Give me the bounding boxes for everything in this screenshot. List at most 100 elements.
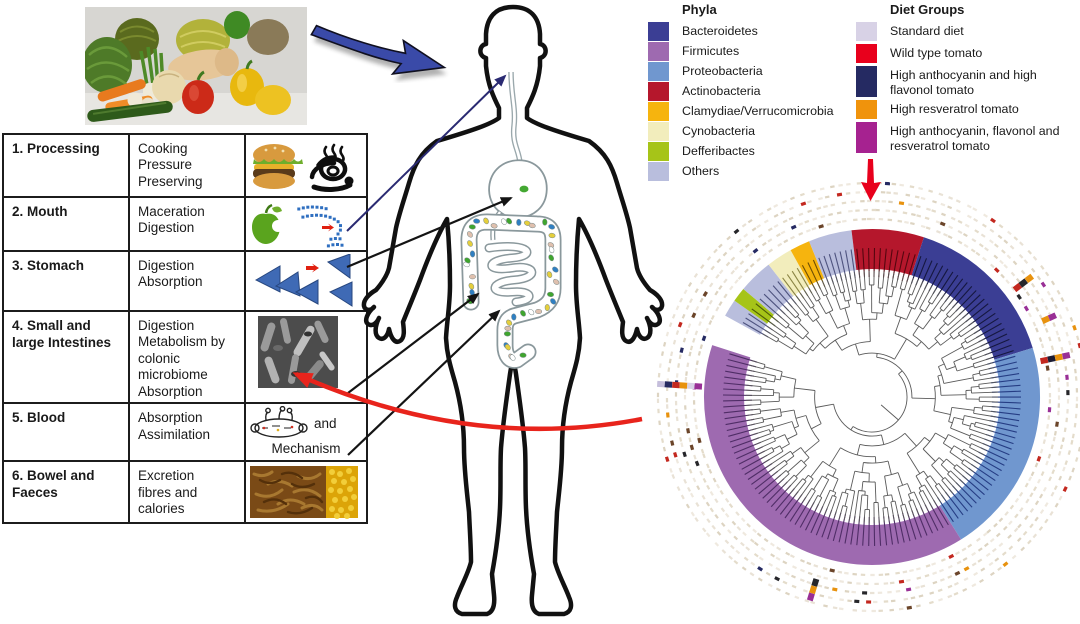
phylum-ring-arcs <box>703 229 1041 566</box>
legend-item: Standard diet <box>856 22 1078 41</box>
dendrogram-tree <box>745 270 998 524</box>
legend-swatch <box>648 22 669 41</box>
table-row: 5. Blood Absorption Assimilation <box>2 402 368 463</box>
legend-swatch <box>856 22 877 41</box>
stomach <box>488 159 548 241</box>
process-cell: Maceration Digestion <box>128 196 246 252</box>
mechanism-label: Mechanism <box>271 441 341 457</box>
corn-kernels-photo <box>326 466 358 520</box>
green-apple-icon <box>252 203 284 244</box>
legend-item: Wild type tomato <box>856 44 1078 63</box>
legend-swatch <box>648 102 669 121</box>
large-intestine <box>460 213 562 369</box>
process-cell: Digestion Metabolism by colonic microbio… <box>128 309 246 405</box>
table-row: 1. Processing Cooking Pressure Preservin… <box>2 133 368 198</box>
legend-item: Actinobacteria <box>648 82 853 101</box>
table-row: 4. Small and large Intestines Digestion … <box>2 309 368 405</box>
stage-cell: 4. Small and large Intestines <box>2 309 130 405</box>
legend-item: Defferibactes <box>648 142 853 161</box>
legend-item: Firmicutes <box>648 42 853 61</box>
big-blue-arrow-icon <box>310 24 447 81</box>
red-down-arrow-icon <box>861 159 881 202</box>
legend-label: High anthocyanin and high flavonol tomat… <box>890 68 1037 97</box>
chyme-triangles-icon <box>254 254 353 307</box>
legend-item: Clamydiae/Verrucomicrobia <box>648 102 853 121</box>
legend-label: Defferibactes <box>682 144 755 158</box>
legend-item: Proteobacteria <box>648 62 853 81</box>
diet-legend: Diet Groups Standard diet Wild type toma… <box>856 2 1078 203</box>
legend-label: High anthocyanin, flavonol and resveratr… <box>890 124 1060 153</box>
legend-label: Firmicutes <box>682 44 740 58</box>
legend-swatch <box>856 100 877 120</box>
process-cell: Cooking Pressure Preserving <box>128 133 246 198</box>
legend-label: Cynobacteria <box>682 124 756 138</box>
legend-label: Proteobacteria <box>682 64 763 78</box>
legend-label: Clamydiae/Verrucomicrobia <box>682 104 834 118</box>
stage-cell: 3. Stomach <box>2 250 130 312</box>
icon-cell: and Mechanism <box>244 402 368 463</box>
icon-cell <box>244 196 368 252</box>
small-intestine <box>484 242 537 307</box>
vegetables-photo <box>85 7 307 125</box>
human-body-figure <box>361 4 665 617</box>
blood-vessel-doodle-icon <box>250 406 308 439</box>
red-mini-arrow-icon <box>306 263 319 273</box>
legend-label: High resveratrol tomato <box>890 102 1019 117</box>
fibre-texture-photo <box>250 466 326 519</box>
legend-label: Actinobacteria <box>682 84 761 98</box>
legend-label: Bacteroidetes <box>682 24 758 38</box>
leaf-ticks <box>722 247 1021 547</box>
legend-item: High resveratrol tomato <box>856 100 1078 120</box>
mouth-connector-arrow <box>346 74 507 232</box>
legend-swatch <box>856 44 877 63</box>
vessel-and-label: and <box>314 415 337 431</box>
red-mini-arrow-icon <box>322 223 334 232</box>
legend-label: Wild type tomato <box>890 46 983 60</box>
process-cell: Absorption Assimilation <box>128 402 246 463</box>
gut-bacteria-micrograph <box>258 316 338 388</box>
legend-swatch <box>648 62 669 81</box>
abundance-dot-rings <box>656 181 1080 613</box>
stage-cell: 5. Blood <box>2 402 130 463</box>
esophagus <box>508 71 524 171</box>
microbiome-dots-layer <box>463 217 560 361</box>
food-bolus-dots-icon <box>297 205 344 248</box>
stomach-microbe-dot <box>519 185 529 193</box>
icon-cell <box>244 460 368 525</box>
icon-cell <box>244 250 368 312</box>
legend-item: Others <box>648 162 853 181</box>
legend-item: Cynobacteria <box>648 122 853 141</box>
legend-swatch <box>856 122 877 154</box>
icon-cell <box>244 309 368 405</box>
legend-item: High anthocyanin and high flavonol tomat… <box>856 66 1078 98</box>
legend-item: Bacteroidetes <box>648 22 853 41</box>
icon-cell <box>244 133 368 198</box>
steam-swirl-dish-icon <box>309 143 354 192</box>
intestine-connector-arrow-2 <box>347 309 501 456</box>
digestion-table: 1. Processing Cooking Pressure Preservin… <box>2 133 368 525</box>
legend-swatch <box>856 66 877 98</box>
table-row: 3. Stomach Digestion Absorption <box>2 250 368 312</box>
legend-swatch <box>648 122 669 141</box>
legend-swatch <box>648 162 669 181</box>
stage-cell: 6. Bowel and Faeces <box>2 460 130 525</box>
legend-swatch <box>648 82 669 101</box>
dendrogram-svg <box>656 181 1080 613</box>
table-row: 6. Bowel and Faeces Excretion fibres and… <box>2 460 368 525</box>
stage-cell: 1. Processing <box>2 133 130 198</box>
diet-legend-title: Diet Groups <box>890 2 965 17</box>
stage-cell: 2. Mouth <box>2 196 130 252</box>
process-cell: Excretion fibres and calories <box>128 460 246 525</box>
diet-highlight-strips <box>657 273 1071 602</box>
legend-label: Others <box>682 164 720 178</box>
phyla-legend: Phyla Bacteroidetes Firmicutes Proteobac… <box>648 2 853 182</box>
table-row: 2. Mouth Maceration Digestion <box>2 196 368 252</box>
legend-swatch <box>648 142 669 161</box>
legend-item: High anthocyanin, flavonol and resveratr… <box>856 122 1078 154</box>
stomach-connector-arrow <box>346 196 513 269</box>
burger-icon <box>253 144 303 189</box>
process-cell: Digestion Absorption <box>128 250 246 312</box>
legend-swatch <box>648 42 669 61</box>
legend-label: Standard diet <box>890 24 964 38</box>
